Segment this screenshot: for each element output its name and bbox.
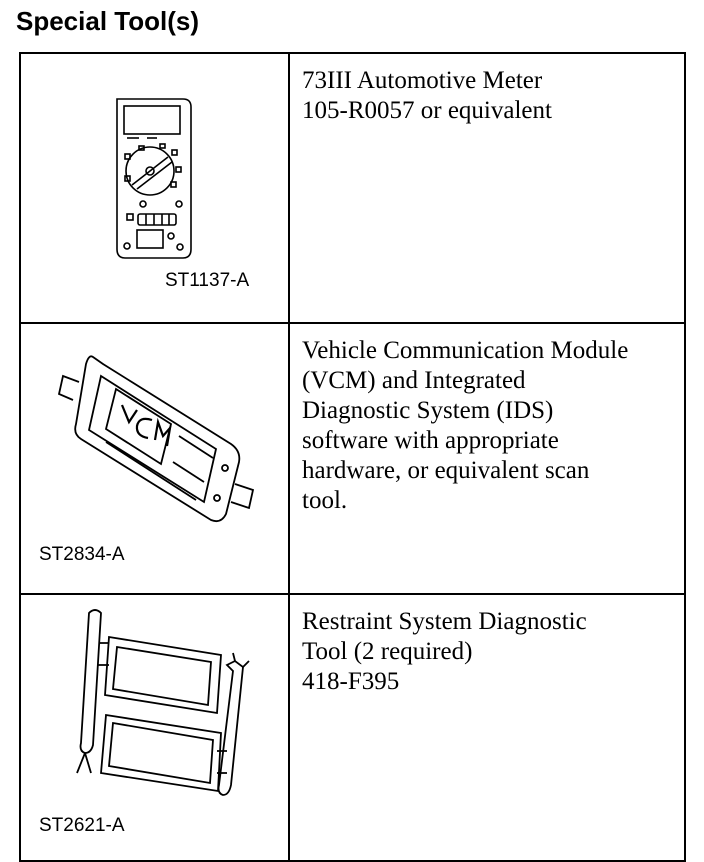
tool-image-cell: ST2834-A: [19, 322, 290, 595]
tool-code: ST1137-A: [165, 270, 250, 291]
table-row: ST1137-A 73III Automotive Meter 105-R005…: [19, 52, 686, 324]
multimeter-icon: [116, 98, 192, 259]
description-line: hardware, or equivalent scan: [302, 457, 590, 484]
vcm-module-icon: [57, 355, 255, 523]
table-row: ST2621-A Restraint System Diagnostic Too…: [19, 593, 686, 862]
tool-image-cell: ST1137-A: [19, 52, 290, 324]
tool-description: Restraint System Diagnostic Tool (2 requ…: [288, 593, 686, 862]
table-row: ST2834-A Vehicle Communication Module (V…: [19, 322, 686, 595]
restraint-diagnostic-tool-icon: [76, 609, 250, 796]
tool-image-cell: ST2621-A: [19, 593, 290, 862]
description-line: software with appropriate: [302, 427, 559, 454]
tool-description: Vehicle Communication Module (VCM) and I…: [288, 322, 686, 595]
description-line: tool.: [302, 487, 348, 514]
special-tools-table: ST1137-A 73III Automotive Meter 105-R005…: [19, 52, 686, 862]
description-line: 73III Automotive Meter: [302, 67, 543, 94]
description-line: (VCM) and Integrated: [302, 367, 526, 394]
description-line: 418-F395: [302, 668, 400, 695]
description-line: Restraint System Diagnostic: [302, 608, 587, 635]
tool-code: ST2621-A: [39, 815, 125, 836]
description-line: Tool (2 required): [302, 638, 473, 665]
description-line: Vehicle Communication Module: [302, 337, 629, 364]
tool-code: ST2834-A: [39, 544, 125, 565]
description-line: Diagnostic System (IDS): [302, 397, 554, 424]
description-line: 105-R0057 or equivalent: [302, 97, 552, 124]
page-title: Special Tool(s): [16, 6, 199, 36]
tool-description: 73III Automotive Meter 105-R0057 or equi…: [288, 52, 686, 324]
